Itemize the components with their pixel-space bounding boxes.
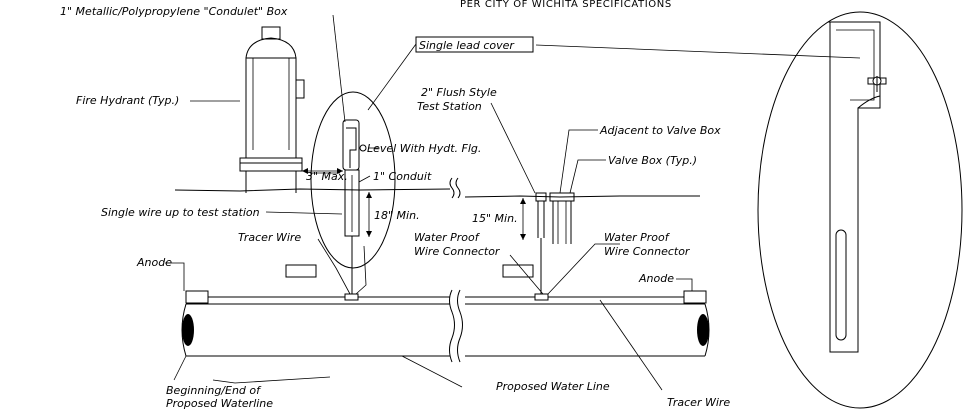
proposed-water-pipe	[181, 289, 710, 363]
flush-station-label-2: Test Station	[417, 100, 482, 113]
single-wire-label: Single wire up to test station	[101, 206, 260, 219]
spec-note: PER CITY OF WICHITA SPECIFICATIONS	[460, 0, 672, 10]
valve-box-label: Valve Box (Typ.)	[608, 154, 697, 167]
enlarged-condulet	[828, 21, 887, 353]
anode-left	[185, 290, 209, 304]
three-max-label: 3" Max.	[306, 170, 348, 183]
anode-right-label: Anode	[638, 272, 674, 285]
detail-callout-ellipse	[310, 91, 396, 269]
ground-line-left	[174, 188, 451, 192]
fifteen-min-label: 15" Min.	[472, 212, 518, 225]
tracer-wire-right-label: Tracer Wire	[667, 396, 730, 409]
wire-connector-left-label: Wire Connector	[414, 245, 501, 258]
water-proof-right-label: Water Proof	[604, 231, 671, 244]
condulet-box-label: 1" Metallic/Polypropylene "Condulet" Box	[60, 5, 288, 18]
enlarged-detail-ellipse	[757, 11, 963, 409]
wire-connector-right	[534, 293, 549, 301]
beginning-end-label-1: Beginning/End of	[166, 384, 262, 397]
beginning-end-label-2: Proposed Waterline	[166, 397, 273, 410]
anode-right	[683, 290, 707, 304]
single-lead-cover-box	[415, 36, 534, 53]
valve-box	[549, 192, 575, 244]
adjacent-valve-label: Adjacent to Valve Box	[599, 124, 721, 137]
ground-line-right	[464, 195, 700, 198]
flush-station-label-1: 2" Flush Style	[421, 86, 497, 99]
single-lead-cover-label: Single lead cover	[419, 39, 515, 52]
dimension-3-max	[302, 168, 343, 174]
wire-connector-right-label: Wire Connector	[604, 245, 691, 258]
fire-hydrant-label: Fire Hydrant (Typ.)	[76, 94, 179, 107]
water-proof-left-label: Water Proof	[414, 231, 481, 244]
eighteen-min-label: 18" Min.	[374, 209, 420, 222]
flush-test-station	[535, 192, 547, 294]
leader-lines	[165, 14, 861, 391]
fire-hydrant	[239, 26, 305, 193]
one-conduit-label: 1" Conduit	[373, 170, 432, 183]
proposed-water-line-label: Proposed Water Line	[496, 380, 610, 393]
tracer-wire-left-label: Tracer Wire	[238, 231, 301, 244]
dimension-18-min	[366, 192, 372, 237]
level-with-hydt-label: Level With Hydt. Flg.	[367, 142, 481, 155]
anode-left-label: Anode	[136, 256, 172, 269]
wire-connector-left	[344, 293, 359, 301]
dimension-15-min	[520, 198, 526, 240]
